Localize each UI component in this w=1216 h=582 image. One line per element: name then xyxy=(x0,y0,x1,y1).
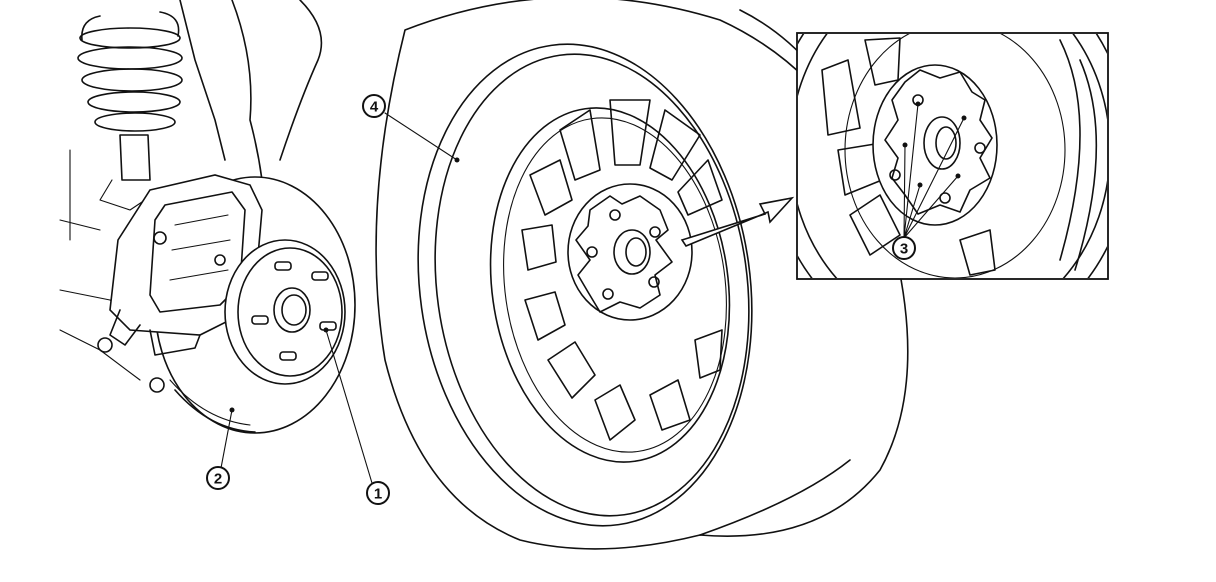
wheel-center-bore xyxy=(613,229,651,275)
stud-hole xyxy=(609,209,621,221)
callout-3-label: 3 xyxy=(900,241,908,258)
coil-spring xyxy=(77,11,183,132)
rim-outer xyxy=(417,43,753,527)
wheel-nut-seat xyxy=(575,195,673,313)
callout-leaders xyxy=(220,112,460,504)
strut-body xyxy=(119,134,151,181)
hub-stud xyxy=(274,261,292,271)
stud-hole xyxy=(939,192,951,204)
suspension-assembly xyxy=(59,0,323,393)
callout-4: 4 xyxy=(362,94,386,118)
wheel-arch xyxy=(279,0,323,161)
hub-stud xyxy=(251,315,269,325)
detail-inset xyxy=(796,32,1109,280)
wheel-stud-holes xyxy=(586,209,661,300)
leader-1 xyxy=(325,329,379,504)
rim-spokes xyxy=(521,99,723,441)
leader-4 xyxy=(384,112,458,161)
fender-edge xyxy=(179,0,226,161)
zoom-arrow xyxy=(680,196,795,247)
hub-stud xyxy=(311,271,329,281)
callout-2-label: 2 xyxy=(214,471,222,488)
inset-tire-edge xyxy=(1059,39,1081,261)
stud-hole xyxy=(974,142,986,154)
callout-1-label: 1 xyxy=(374,486,382,503)
stud-hole xyxy=(889,169,901,181)
wheel-hub xyxy=(224,239,346,385)
callout-2: 2 xyxy=(206,466,230,490)
stud-hole xyxy=(586,246,598,258)
callout-3: 3 xyxy=(892,236,916,260)
tire-tread-edge xyxy=(699,459,851,536)
arm-bolt xyxy=(149,377,165,393)
body-line xyxy=(231,0,263,181)
control-arm-lines xyxy=(59,149,141,381)
road-wheel xyxy=(375,0,909,550)
tire-outline xyxy=(375,0,909,550)
inset-nut-seat xyxy=(884,69,993,215)
leader-2 xyxy=(220,409,233,469)
contact-points xyxy=(902,101,967,239)
hub-studs xyxy=(251,261,337,361)
rim-flange xyxy=(434,53,750,517)
stud-hole xyxy=(648,276,660,288)
stud-hole xyxy=(602,288,614,300)
rim-inner xyxy=(489,107,731,463)
callout-4-label: 4 xyxy=(370,99,379,116)
hub-stud xyxy=(279,351,297,361)
stud-hole xyxy=(649,226,661,238)
callout-1: 1 xyxy=(366,481,390,505)
arm-bolt xyxy=(97,337,113,353)
inset-rim-inner xyxy=(844,34,1066,278)
